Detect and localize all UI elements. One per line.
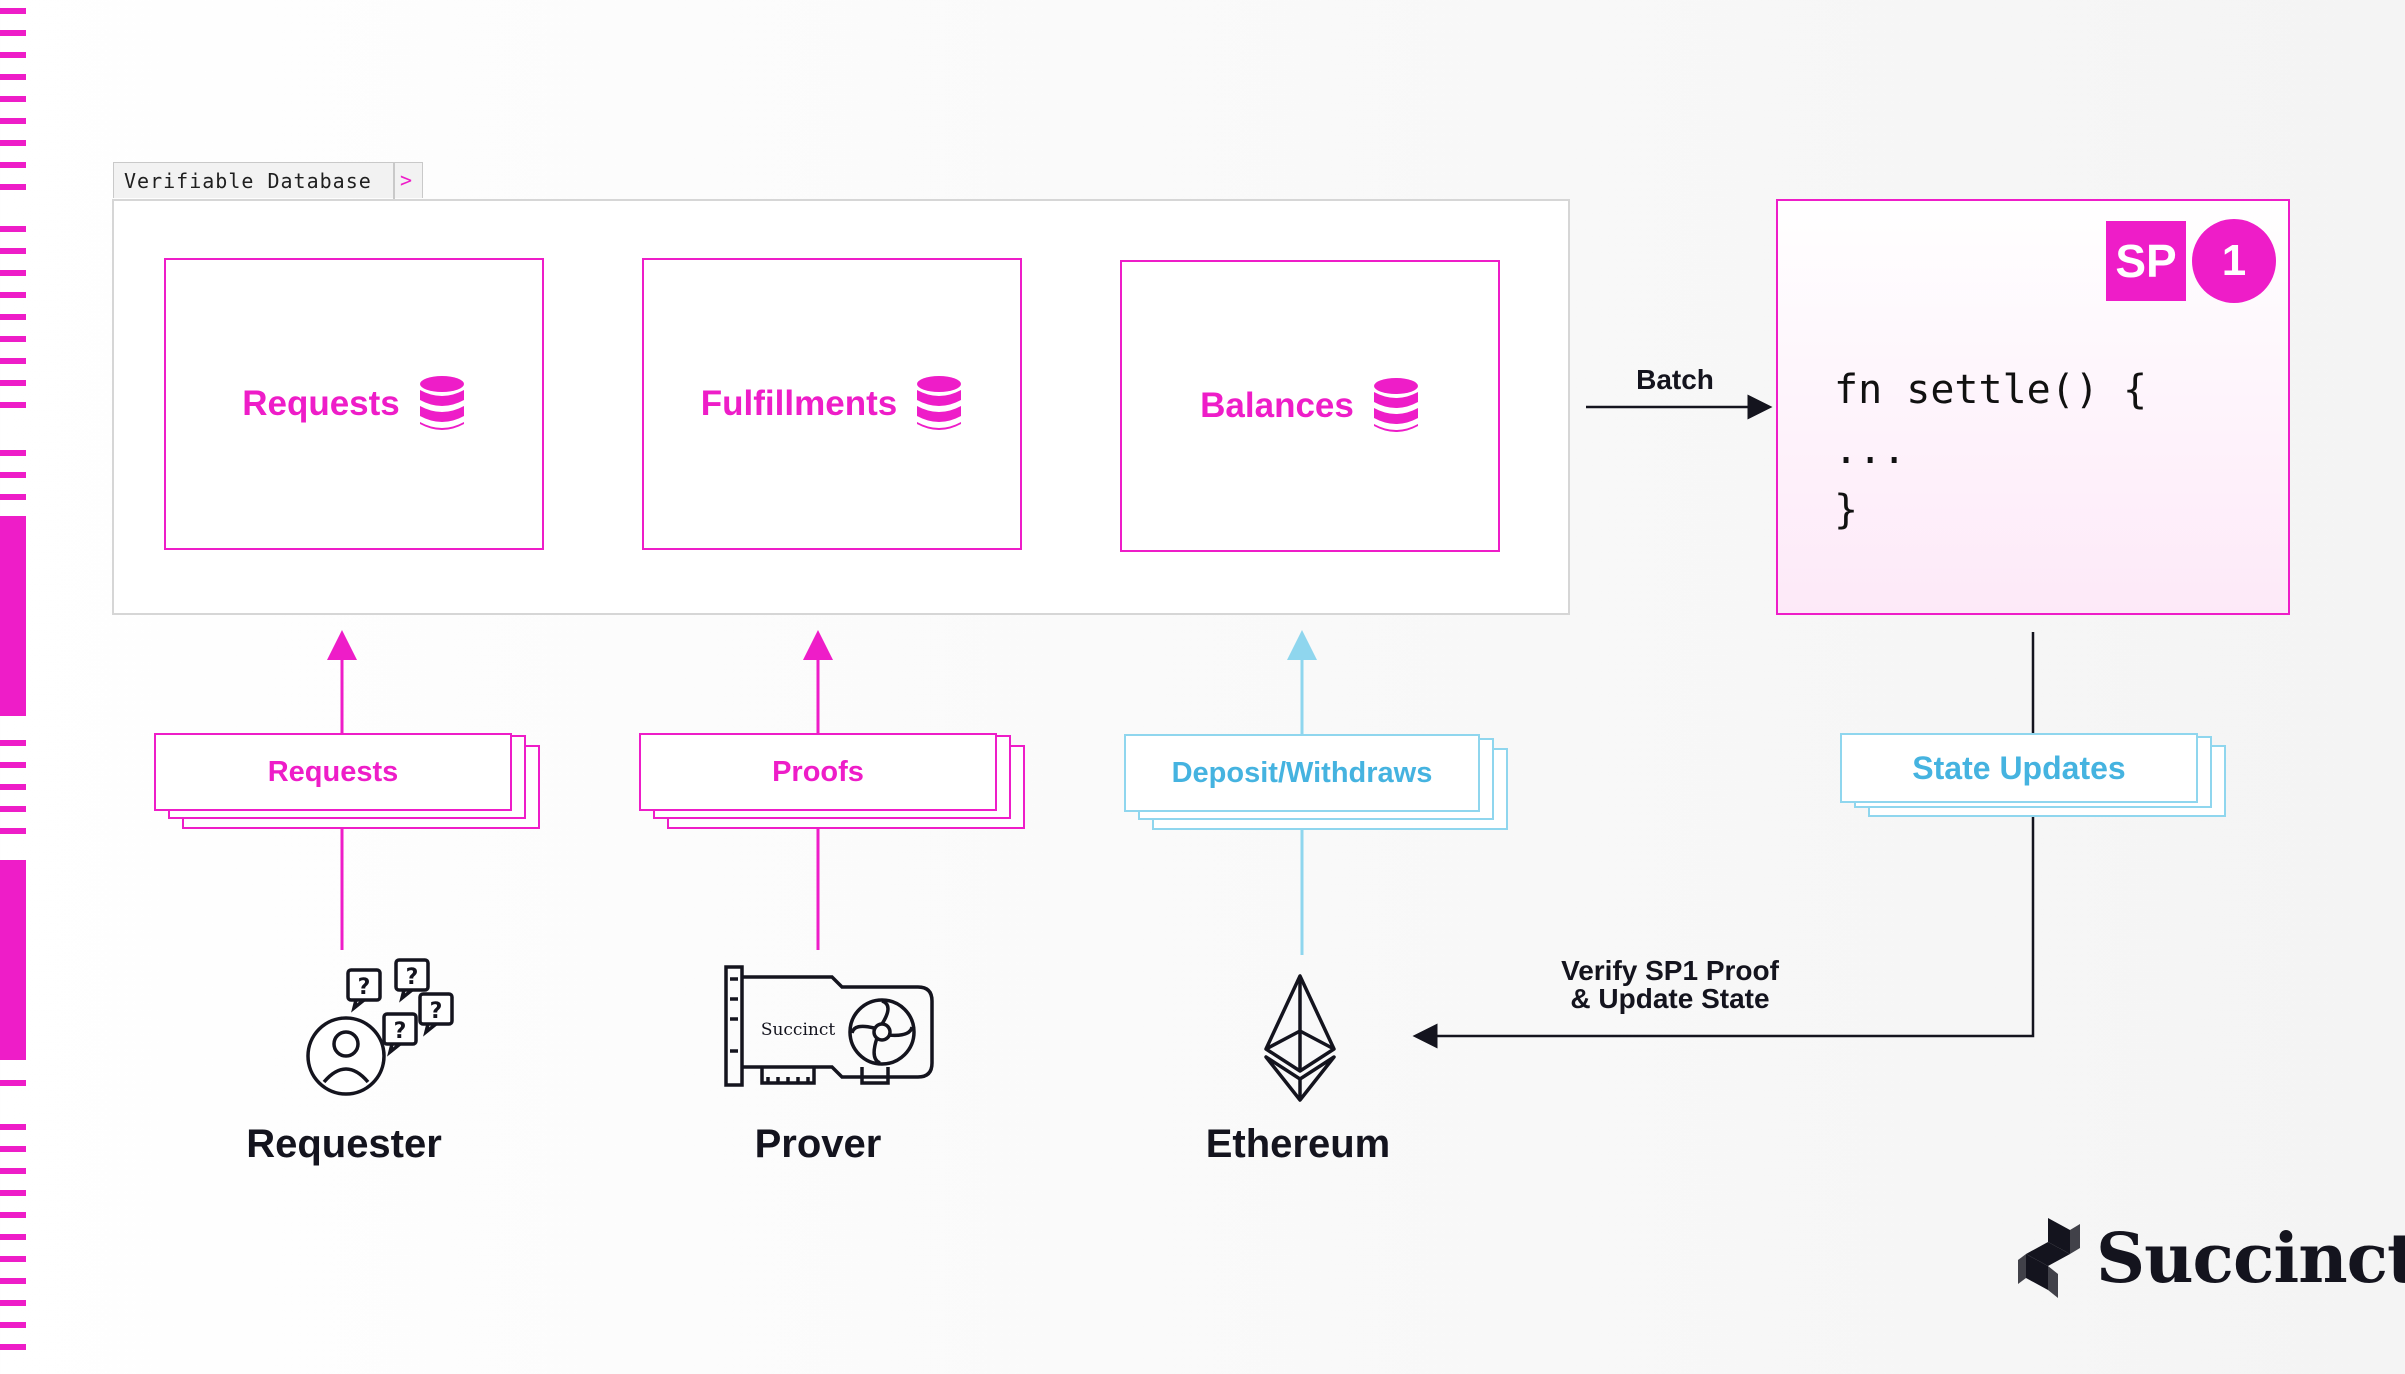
flow-label: Proofs — [772, 755, 864, 788]
store-label: Balances — [1200, 386, 1354, 425]
verify-label-line2: & Update State — [1570, 983, 1770, 1014]
proofs-card: Proofs — [639, 733, 997, 811]
database-icon — [1373, 378, 1418, 432]
sp1-program-panel: SP 1 fn settle() { ... } — [1776, 199, 2290, 615]
flow-label: State Updates — [1912, 749, 2126, 786]
succinct-logo: Succinct — [2018, 1204, 2405, 1314]
svg-text:?: ? — [394, 1019, 407, 1044]
svg-text:?: ? — [430, 999, 443, 1024]
database-tab: Verifiable Database > — [113, 162, 423, 199]
actor-ethereum-label: Ethereum — [1205, 1122, 1391, 1166]
code-line: fn settle() { — [1834, 367, 2148, 413]
sp1-badge-one: 1 — [2192, 219, 2276, 303]
flow-label: Requests — [267, 755, 399, 788]
chevron-right-icon: > — [400, 168, 413, 192]
succinct-logo-mark-icon — [2018, 1218, 2080, 1298]
left-tick-bar — [0, 8, 26, 1350]
sp1-badge-sp: SP — [2106, 221, 2186, 301]
deposit-withdraws-card: Deposit/Withdraws — [1124, 734, 1480, 812]
store-fulfillments: Fulfillments — [642, 258, 1022, 550]
store-label: Fulfillments — [700, 384, 898, 423]
code-line: ... — [1834, 427, 1907, 473]
svg-text:?: ? — [406, 965, 419, 990]
batch-label: Batch — [1636, 364, 1714, 395]
verify-label-line1: Verify SP1 Proof — [1561, 955, 1779, 986]
actor-prover-label: Prover — [754, 1122, 882, 1166]
actor-requester-label: Requester — [246, 1122, 442, 1166]
gpu-card-icon — [724, 965, 934, 1087]
gpu-brand-text: Succinct — [760, 1020, 836, 1040]
store-requests: Requests — [164, 258, 544, 550]
flow-label: Deposit/Withdraws — [1171, 756, 1433, 789]
tab-divider — [393, 163, 395, 199]
database-icon — [917, 376, 962, 430]
database-tab-label: Verifiable Database — [124, 169, 372, 193]
requests-card: Requests — [154, 733, 512, 811]
database-icon — [419, 376, 464, 430]
code-line: } — [1834, 487, 1859, 533]
store-balances: Balances — [1120, 260, 1500, 552]
requester-icon: ???? — [306, 958, 454, 1096]
state-updates-card: State Updates — [1840, 733, 2198, 803]
store-label: Requests — [242, 384, 400, 423]
svg-text:?: ? — [358, 975, 371, 1000]
succinct-wordmark: Succinct — [2096, 1219, 2405, 1299]
ethereum-icon — [1264, 974, 1336, 1102]
